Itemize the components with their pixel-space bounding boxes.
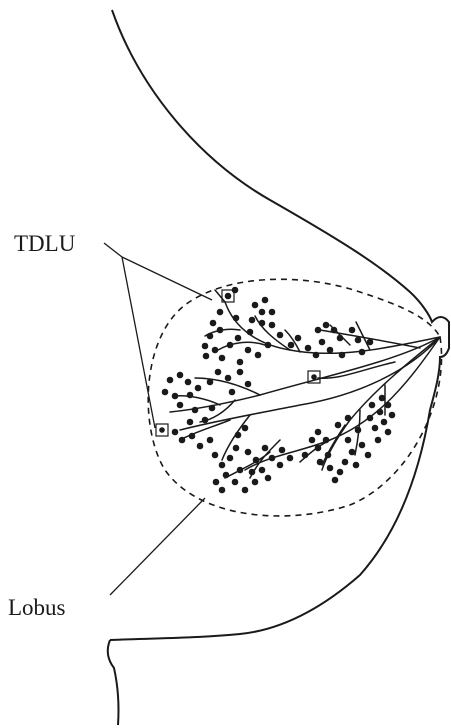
tdlu-marker-left bbox=[155, 423, 169, 437]
breast-outline bbox=[109, 9, 450, 641]
tdlu-markers bbox=[155, 289, 321, 437]
lobus-boundary bbox=[147, 278, 443, 517]
leader-lines bbox=[103, 242, 213, 596]
tdlu-marker-upper bbox=[221, 289, 235, 303]
tdlu-label: TDLU bbox=[14, 231, 76, 256]
lobus-leader bbox=[109, 497, 206, 596]
tdlu-leader-to-upper bbox=[103, 242, 123, 258]
tdlu-leader-upper bbox=[121, 256, 213, 301]
tdlu-leader-lower bbox=[121, 256, 156, 429]
chest-wall-line bbox=[106, 639, 120, 726]
acini-dots bbox=[161, 286, 396, 494]
tdlu-marker-dots bbox=[159, 293, 317, 433]
tdlu-marker-middle bbox=[307, 370, 321, 384]
lobus-label: Lobus bbox=[8, 595, 66, 620]
